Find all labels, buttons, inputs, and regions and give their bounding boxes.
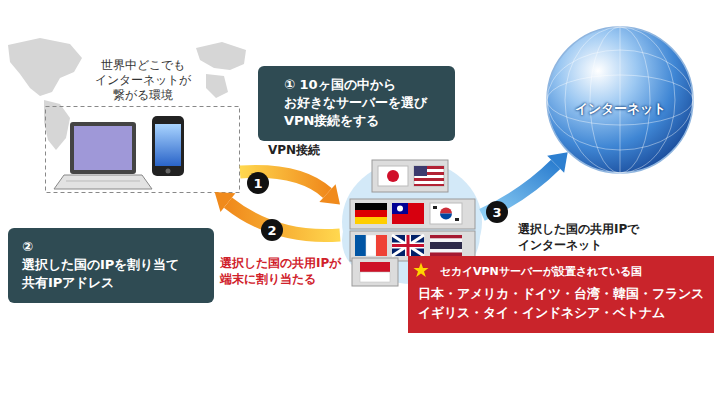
flag-thailand — [430, 235, 462, 256]
globe-meridian — [565, 27, 675, 173]
flag-uk — [392, 235, 424, 256]
globe-meridian — [620, 27, 621, 173]
flag-korea — [430, 203, 462, 224]
globe-parallel — [547, 50, 693, 150]
arrow-head — [547, 152, 568, 173]
flag-usa — [414, 166, 444, 186]
laptop-icon — [54, 122, 152, 189]
step-callout: ② 選択した国のIPを割り当て 共有IPアドレス — [8, 228, 214, 303]
node-text: 世界中どこでも インターネットが 繋がる環境 — [95, 58, 191, 103]
country-list-box: セカイVPNサーバーが設置されている国日本・アメリカ・ドイツ・台湾・韓国・フラン… — [408, 256, 714, 333]
globe-meridian — [590, 27, 650, 173]
globe-parallel — [547, 75, 693, 125]
callout-number: 3 — [486, 201, 508, 223]
arrow-head — [215, 192, 236, 212]
globe-body — [547, 27, 693, 173]
device-frame — [46, 107, 240, 193]
callout-number: 1 — [247, 172, 269, 194]
flag-france — [355, 235, 387, 256]
internet-globe: インターネット — [545, 25, 695, 175]
arrow-body — [240, 171, 327, 193]
flag-taiwan — [392, 203, 424, 224]
node-text: インターネット — [575, 100, 666, 118]
flag-germany — [355, 203, 387, 224]
phone-icon — [152, 116, 184, 176]
callout-number: 2 — [261, 219, 283, 241]
device-group: 世界中どこでも インターネットが 繋がる環境 — [45, 58, 240, 192]
node-text: 日本・アメリカ・ドイツ・台湾・韓国・フランス イギリス・タイ・インドネシア・ベト… — [418, 285, 704, 323]
arrow-label: VPN接続 — [268, 143, 320, 159]
arrow-head — [319, 184, 340, 204]
arrow-label: 選択した国の共用IPが 端末に割り当たる — [220, 256, 341, 287]
flag-japan — [378, 166, 408, 186]
flow-arrow — [240, 171, 340, 204]
arrow-label: 選択した国の共用IPで インターネット — [518, 222, 639, 253]
step-callout: ① 10ヶ国の中から お好きなサーバーを選び VPN接続をする — [258, 66, 455, 141]
node-text: ① 10ヶ国の中から お好きなサーバーを選び VPN接続をする — [284, 76, 427, 131]
arrow-body — [228, 203, 340, 236]
node-text: ② 選択した国のIPを割り当て 共有IPアドレス — [22, 238, 179, 293]
box-heading: セカイVPNサーバーが設置されている国 — [418, 264, 704, 279]
globe-shape — [545, 25, 695, 175]
star-icon — [413, 262, 429, 278]
flag-indonesia — [360, 262, 390, 282]
